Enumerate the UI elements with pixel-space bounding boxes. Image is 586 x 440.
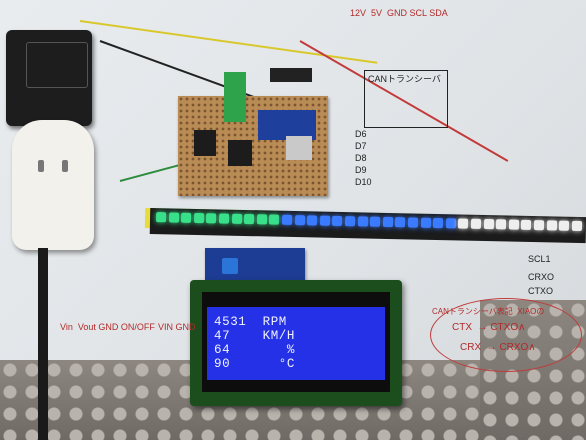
led-light: [344, 216, 356, 227]
plug-hole-right: [62, 160, 68, 172]
note-ctxo: CTXO: [528, 286, 554, 296]
led-light: [168, 212, 179, 223]
note-scl1: SCL1: [528, 254, 551, 264]
plug-hole-left: [38, 160, 44, 172]
can-transceiver-box: [364, 70, 448, 128]
led-light: [256, 214, 267, 225]
contrast-pot: [222, 258, 238, 274]
led-light: [193, 212, 204, 224]
led-light: [496, 219, 507, 230]
adapter-label: [26, 42, 88, 88]
power-cord: [38, 248, 48, 440]
led-light: [370, 216, 381, 227]
led-light: [382, 216, 393, 228]
lcd-line-percent: 64 %: [214, 343, 296, 357]
note-crx: CRX → CRXO∧: [460, 342, 536, 353]
note-ctx: CTX → CTXO∧: [452, 322, 526, 333]
blue-module: [258, 110, 316, 140]
led-light: [206, 213, 217, 224]
note-bottom-labels2: VIN GND: [158, 322, 196, 332]
power-plug: [12, 120, 94, 250]
led-light: [571, 220, 582, 232]
ac-adapter: [6, 30, 92, 126]
led-light: [559, 220, 570, 231]
led-light: [407, 217, 419, 228]
can-note-ellipse: [430, 298, 582, 372]
led-light: [332, 215, 343, 227]
note-bottom-labels: Vin Vout GND ON/OFF: [60, 322, 155, 332]
lcd-line-rpm: 4531 RPM: [214, 315, 287, 329]
led-light: [458, 218, 469, 229]
led-light: [420, 217, 431, 228]
note-can-box: CANトランシーバ: [368, 74, 441, 84]
led-light: [508, 219, 519, 230]
led-light: [269, 214, 280, 225]
led-light: [395, 217, 406, 228]
note-can-title: CANトランシーバ表記 XIAOの: [432, 307, 545, 316]
led-light: [231, 213, 242, 224]
led-light: [281, 214, 293, 225]
pin-header: [270, 68, 312, 82]
chip-inductor: [228, 140, 252, 166]
led-light: [433, 217, 444, 229]
note-pins: D6 D7 D8 D9 D10: [355, 129, 372, 187]
note-top-labels: 12V 5V GND SCL SDA: [350, 8, 448, 18]
led-light: [244, 213, 255, 225]
i2c-backpack: [205, 248, 305, 280]
led-light: [445, 218, 456, 229]
led-light: [357, 216, 368, 227]
terminal-block: [224, 72, 246, 122]
led-light: [307, 215, 318, 226]
chip-regulator: [194, 130, 216, 156]
led-light: [470, 218, 482, 229]
led-light: [319, 215, 330, 226]
led-light: [483, 218, 494, 230]
lcd-line-temp: 90 °C: [214, 357, 296, 371]
note-crxo: CRXO: [528, 272, 555, 282]
lcd-screen: [207, 307, 385, 380]
led-light: [155, 212, 167, 223]
led-light: [218, 213, 230, 224]
lcd-line-speed: 47 KM/H: [214, 329, 296, 343]
led-light: [521, 219, 532, 230]
led-light: [181, 212, 192, 223]
led-light: [533, 220, 545, 231]
led-light: [546, 220, 557, 231]
microcontroller: [286, 136, 312, 160]
led-light: [294, 215, 305, 226]
